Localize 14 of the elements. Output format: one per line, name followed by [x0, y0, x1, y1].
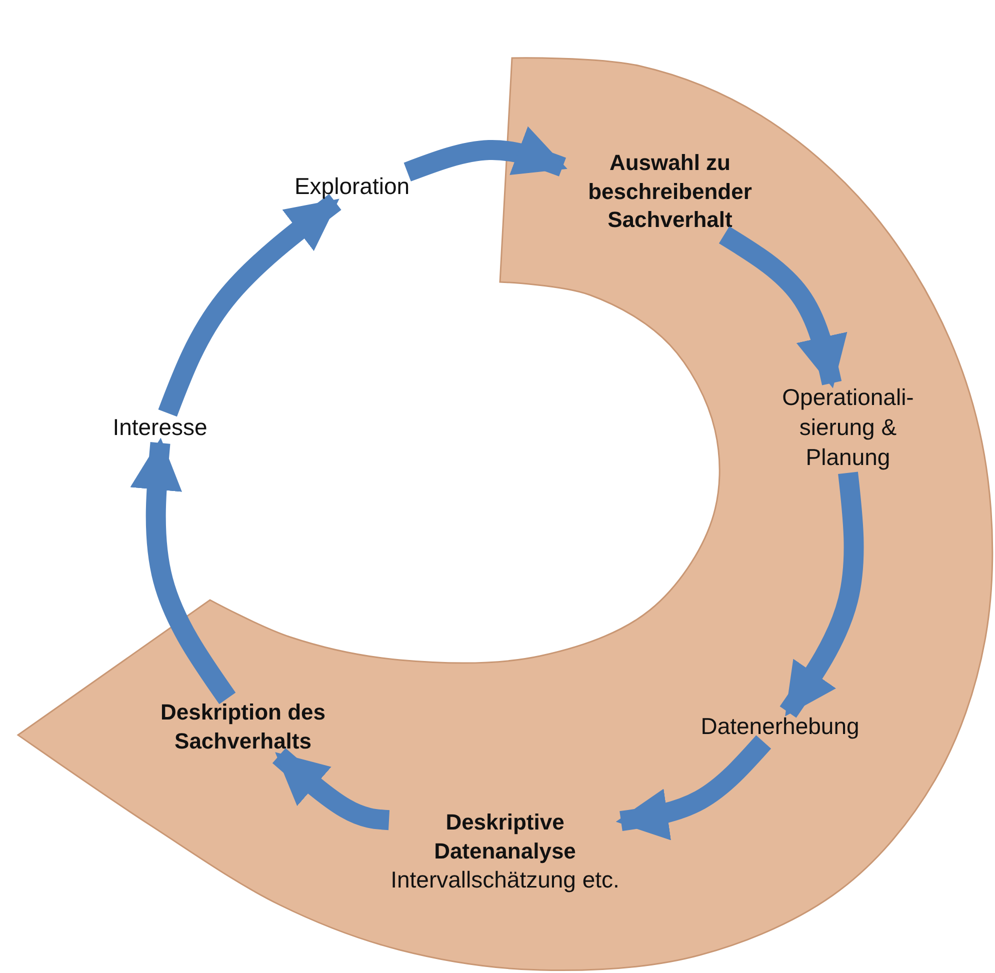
curved-arrow	[718, 226, 848, 388]
curved-arrow	[130, 438, 236, 704]
step-label: Intervallschätzung etc.	[390, 866, 620, 895]
curved-arrow	[404, 126, 568, 182]
step-label: Datenerhebung	[700, 712, 860, 742]
step-heading: Deskriptive Datenanalyse	[433, 808, 577, 866]
curved-arrow	[616, 735, 772, 840]
step-label: Exploration	[293, 172, 411, 202]
step-label: Interesse	[112, 413, 208, 442]
step-heading: Auswahl zu beschreibender Sachverhalt	[587, 149, 753, 234]
curved-arrow	[780, 472, 864, 718]
curved-arrow	[158, 194, 342, 417]
step-heading: Deskription des Sachverhalts	[159, 698, 327, 755]
step-label: Operationali- sierung & Planung	[781, 383, 915, 472]
